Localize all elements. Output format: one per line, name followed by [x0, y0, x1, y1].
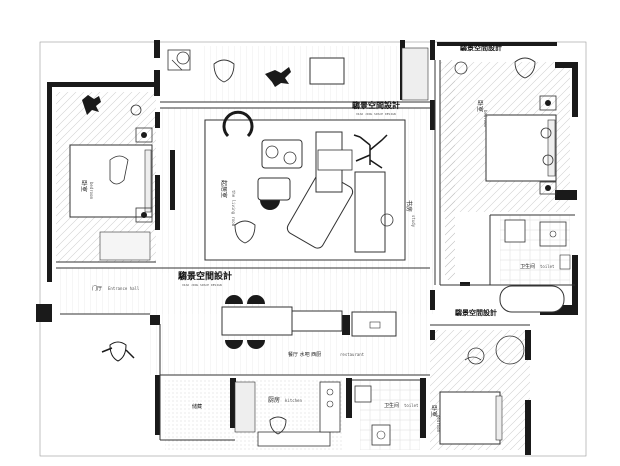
- study-label: 书房: [405, 200, 413, 212]
- dog-figure-icon: [82, 95, 101, 115]
- brand-mark-bottom-right: 騶景空間設計: [455, 308, 497, 317]
- partitions: [56, 60, 575, 441]
- dog-figure-icon-top: [265, 67, 291, 87]
- bed-bottom: [439, 335, 525, 445]
- toilet-bottom-en: toilet: [404, 403, 419, 408]
- toilet-bottom-fixtures: [354, 385, 391, 446]
- entrance-figure-icon: [101, 341, 135, 362]
- entrance-en: Entrance hall: [108, 286, 140, 291]
- bedroom-bottom-label: 卧室: [430, 405, 438, 417]
- bed-right: [454, 57, 557, 195]
- kitchen-fixtures: [234, 381, 341, 447]
- bedroom-left-label: 卧室: [80, 180, 88, 192]
- top-lounge-furniture: [167, 47, 429, 101]
- toilet-right-fixtures: [499, 219, 571, 313]
- outer-boundary: [39, 41, 587, 457]
- restaurant-label: 餐厅 水吧 西厨: [288, 351, 321, 358]
- tree-sculpture-icon: [353, 134, 388, 169]
- restaurant-en: restaurant: [340, 352, 365, 357]
- brand-mark-right: 騶景空間設計: [460, 43, 502, 52]
- entrance-label: 门厅: [92, 285, 102, 292]
- study-chair: [380, 213, 394, 227]
- brand-tagline-center: XIAO JING SPACE DESIGN: [182, 283, 222, 287]
- study-en: study: [411, 215, 416, 228]
- kitchen-en: kitchen: [285, 398, 302, 403]
- toilet-bottom-label: 卫生间: [384, 402, 399, 409]
- bedroom-right-en: bedroom: [483, 110, 488, 127]
- brand-mark-top: 騶景空間設計: [352, 100, 400, 110]
- study-desk: [354, 171, 386, 253]
- storage-label: 储藏: [192, 403, 202, 410]
- bedroom-left-en: bedroom: [89, 182, 94, 199]
- toilet-right-label: 卫生间: [520, 263, 535, 270]
- bed-left: [69, 127, 153, 223]
- kitchen-label: 厨房: [268, 396, 280, 404]
- dining-furniture: [221, 295, 397, 349]
- lamp-icon: [130, 104, 142, 116]
- wardrobe-left: [99, 231, 151, 261]
- bedroom-right-label: 卧室: [476, 100, 484, 112]
- toilet-right-en: toilet: [540, 264, 555, 269]
- living-room-label: 起居室: [220, 180, 228, 198]
- living-room-en: the living room: [231, 190, 236, 227]
- bedroom-bottom-en: bedroom: [436, 415, 441, 432]
- brand-tagline-top: XIAO JING SPACE DESIGN: [356, 112, 396, 116]
- brand-mark-center: 騶景空間設計: [178, 270, 232, 282]
